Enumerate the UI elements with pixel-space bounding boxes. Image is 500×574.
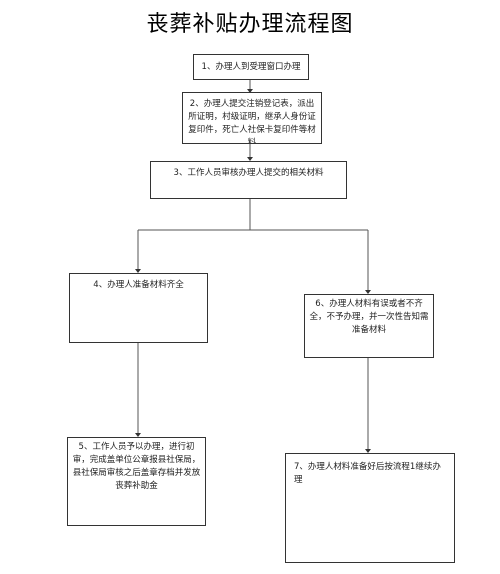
step-4-text: 4、办理人准备材料齐全 [93, 280, 184, 290]
arrow-head-1-2 [247, 89, 253, 93]
arrow-head-4-5 [135, 433, 141, 437]
step-7-text: 7、办理人材料准备好后按流程1继续办理 [294, 462, 441, 485]
step-6-text: 6、办理人材料有误或者不齐全，不予办理，并一次性告知需准备材料 [309, 299, 429, 335]
step-2-box: 2、办理人提交注销登记表，派出所证明，村级证明，继承人身份证复印件，死亡人社保卡… [182, 92, 322, 144]
arrow-head-2-3 [247, 157, 253, 161]
step-7-box: 7、办理人材料准备好后按流程1继续办理 [285, 453, 455, 563]
step-3-text: 3、工作人员审核办理人提交的相关材料 [173, 168, 324, 178]
arrow-head-3-6 [365, 290, 371, 294]
page-title: 丧葬补贴办理流程图 [146, 12, 354, 37]
step-5-box: 5、工作人员予以办理，进行初审，完成盖单位公章报县社保局，县社保局审核之后盖章存… [67, 437, 206, 526]
step-6-box: 6、办理人材料有误或者不齐全，不予办理，并一次性告知需准备材料 [304, 294, 434, 358]
arrow-head-3-4 [135, 269, 141, 273]
step-5-text: 5、工作人员予以办理，进行初审，完成盖单位公章报县社保局，县社保局审核之后盖章存… [72, 442, 201, 491]
arrow-head-6-7 [365, 449, 371, 453]
step-3-box: 3、工作人员审核办理人提交的相关材料 [150, 161, 347, 199]
step-1-text: 1、办理人到受理窗口办理 [201, 62, 301, 72]
step-1-box: 1、办理人到受理窗口办理 [193, 54, 309, 80]
step-2-text: 2、办理人提交注销登记表，派出所证明，村级证明，继承人身份证复印件，死亡人社保卡… [188, 99, 316, 144]
step-4-box: 4、办理人准备材料齐全 [69, 273, 208, 343]
